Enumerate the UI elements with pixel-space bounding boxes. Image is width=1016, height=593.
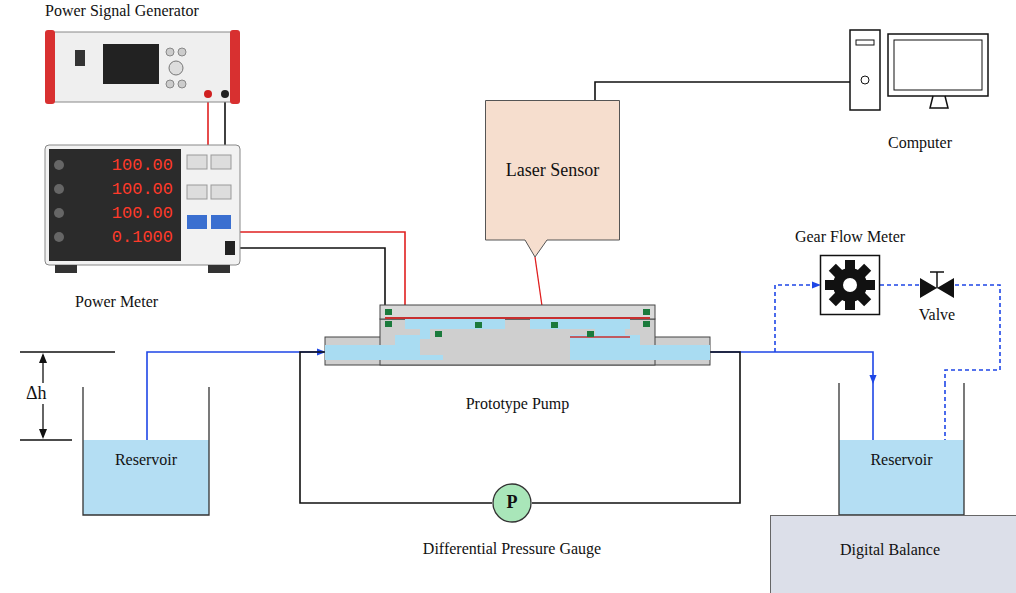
display-value: Differential Pressure Gauge — [397, 540, 627, 558]
connector-line — [300, 352, 492, 503]
connector — [945, 285, 1000, 383]
reservoir-drawing — [838, 383, 965, 515]
connector-line — [207, 99, 209, 145]
node-label: Prototype Pump — [395, 395, 640, 413]
pressure-gauge: PDifferential Pressure Gauge — [492, 483, 532, 523]
node-label: Power Signal Generator — [45, 2, 199, 20]
node-label: Computer — [848, 134, 992, 152]
laser-sensor-box: Laser Sensor — [485, 100, 620, 258]
node-label: Gear Flow Meter — [775, 228, 925, 246]
reservoir: Reservoir — [838, 383, 965, 515]
display-value: 100.00 — [85, 180, 173, 200]
connector — [147, 352, 325, 387]
connector — [775, 285, 820, 352]
connector — [300, 352, 492, 503]
connector-line — [240, 232, 405, 305]
connector — [710, 352, 873, 383]
node-label: Reservoir — [82, 451, 210, 469]
connector-line — [775, 285, 820, 352]
connector — [532, 352, 740, 503]
connector-line — [240, 248, 385, 305]
node-label: Laser Sensor — [485, 160, 620, 181]
display-value: 100.00 — [85, 156, 173, 176]
prototype-pump-drawing — [325, 305, 710, 370]
node-label: Valve — [898, 306, 976, 324]
node-label: Digital Balance — [770, 541, 1010, 559]
connector-line — [945, 285, 1000, 383]
valve-symbol: Valve — [918, 268, 956, 302]
computer-icon: Computer — [848, 28, 992, 112]
connector-line — [880, 284, 919, 286]
reservoir: Reservoir — [82, 387, 210, 517]
valve-symbol-drawing — [918, 268, 956, 302]
connector-line — [224, 99, 226, 145]
connector-line — [532, 352, 740, 503]
signal-generator-drawing — [45, 28, 240, 105]
dimension-label: Δh — [24, 383, 49, 404]
gear-flow-meter: Gear Flow Meter — [820, 255, 880, 315]
gear-flow-meter-drawing — [820, 255, 880, 315]
power-meter: Power Meter100.00100.00100.000.1000 — [45, 145, 240, 275]
connector-line — [147, 352, 325, 387]
connector — [880, 285, 919, 286]
connector-line — [710, 352, 873, 383]
prototype-pump: Prototype Pump — [325, 305, 710, 370]
node-label: Power Meter — [75, 293, 158, 311]
computer-icon-drawing — [848, 28, 992, 112]
connector-line — [595, 82, 850, 100]
node-label: P — [492, 492, 532, 513]
node-label: Reservoir — [838, 451, 965, 469]
digital-balance: Digital Balance — [770, 515, 1016, 593]
signal-generator: Power Signal Generator — [45, 28, 240, 105]
connector — [208, 99, 225, 145]
connector — [595, 82, 850, 100]
display-value: 100.00 — [85, 204, 173, 224]
connector — [240, 232, 405, 305]
display-value: 0.1000 — [85, 228, 173, 248]
